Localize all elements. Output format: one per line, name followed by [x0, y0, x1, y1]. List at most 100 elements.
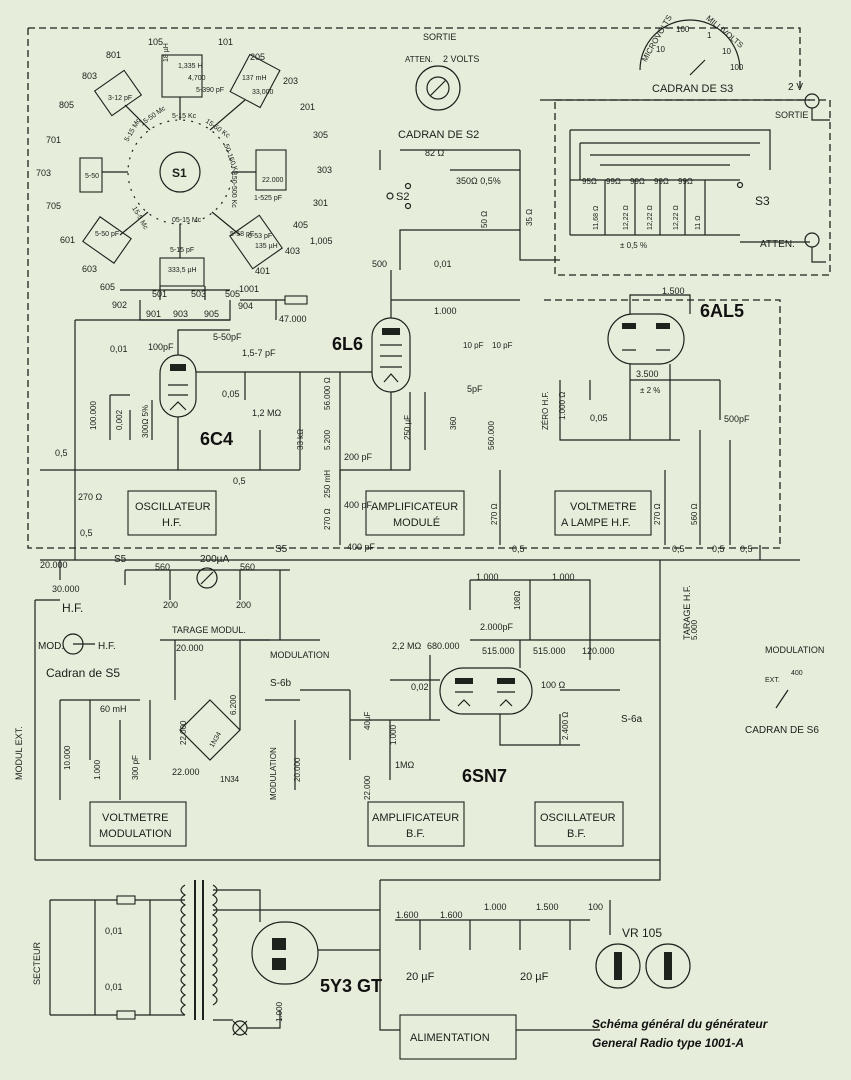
s3-label: S3 [755, 194, 770, 208]
wire-segment [160, 639, 270, 761]
wire-segment [365, 490, 465, 536]
wire-segment [170, 364, 186, 371]
label-dials-s6-ext: EXT. [765, 677, 780, 684]
label-components-c1000: 1.000 [93, 759, 102, 780]
block-osc-hf: OSCILLATEUR H.F. [127, 490, 217, 536]
wire-segment [395, 900, 611, 950]
label-components-c200a: 200 [163, 600, 178, 610]
label-components-c1000b: 1.000 [552, 572, 575, 582]
label-components-r1-2m: 1,2 MΩ [252, 408, 282, 418]
s5-dial-title: Cadran de S5 [46, 666, 120, 680]
label-components-r11: 11 Ω [695, 216, 702, 230]
label-bandswitch-terms-7: 603 [82, 264, 97, 274]
label-components-r270a: 270 Ω [78, 492, 103, 502]
label-components-r560: 560 Ω [690, 503, 699, 525]
s1-rotor [159, 151, 201, 193]
switch-s2: S2 [386, 182, 412, 210]
label-components-c20b: 20 µF [520, 971, 549, 983]
label-components-c400pfb: 400 pF [347, 542, 376, 552]
label-components-r270b: 270 Ω [323, 508, 332, 530]
wire-segment [196, 371, 340, 470]
wire-segment [379, 149, 560, 270]
label-components-c001d: 0,01 [105, 982, 123, 992]
label-bandswitch-coils-1: 1,335 H [178, 63, 203, 70]
label-bandswitch-coils-5: 33,000 [252, 89, 274, 96]
block-vtvm: VOLTMETRE A LAMPE H.F. [554, 490, 652, 536]
coil-800 [93, 69, 143, 117]
block-amp-bf: AMPLIFICATEUR B.F. [367, 801, 465, 847]
wire-segment [386, 192, 394, 200]
label-blocks-amp-mod-1: MODULÉ [393, 516, 440, 529]
label-bandswitch-ranges-6: 05-15 Mc [172, 217, 202, 224]
wire-segment [89, 801, 187, 847]
wire-segment [272, 958, 286, 970]
wire-segment [168, 384, 188, 411]
label-bandswitch-terms-19: 403 [285, 246, 300, 256]
label-components-c005: 0,05 [222, 389, 240, 399]
label-components-c200pf: 200 pF [344, 452, 373, 462]
block-osc-bf: OSCILLATEUR B.F. [534, 801, 624, 847]
label-components-r560a: 560 [155, 562, 170, 572]
label-components-r120000: 120.000 [582, 646, 615, 656]
wire-segment [382, 328, 400, 335]
wire-segment [455, 691, 515, 707]
label-components-r100b: 100 [588, 902, 603, 912]
wire-segment [339, 270, 520, 480]
label-bandswitch-terms-28: 903 [173, 309, 188, 319]
label-bandswitch-terms-21: 1001 [239, 284, 259, 294]
label-bandswitch-terms-16: 301 [313, 198, 328, 208]
label-components-c002: 0,02 [411, 682, 429, 692]
label-blocks-vm-mod-0: VOLTMETRE [102, 812, 168, 824]
label-components-c05e: 0,5 [672, 544, 685, 554]
label-components-r12-22a: 12,22 Ω [623, 205, 630, 230]
wire-segment [622, 323, 636, 329]
label-bandswitch-ranges-2: 5-15 Kc [172, 113, 197, 120]
label-components-r560000: 560.000 [487, 421, 496, 450]
label-components-r35: 35 Ω [525, 209, 534, 226]
label-bandswitch-terms-23: 501 [152, 289, 167, 299]
label-components-r1000d: 1.000 [484, 902, 507, 912]
wire-segment [569, 129, 771, 235]
label-bandswitch-terms-25: 505 [225, 289, 240, 299]
label-components-r515b: 515.000 [533, 646, 566, 656]
label-bandswitch-coils-13: 5-58 pF [230, 231, 254, 238]
s6b-label: S-6b [270, 678, 292, 689]
hf-shield-boundary [27, 27, 801, 549]
wire-segment [34, 599, 60, 860]
label-components-c0002: 0,002 [115, 409, 124, 430]
label-components-r1500a: 1.500 [662, 286, 685, 296]
block-vm-mod: VOLTMETRE MODULATION [89, 801, 187, 847]
label-blocks-amp-bf-0: AMPLIFICATEUR [372, 812, 459, 824]
label-bandswitch-coils-3: 5-390 pF [196, 87, 224, 94]
label-components-r10000: 10.000 [63, 745, 72, 770]
wire-segment [40, 545, 800, 580]
label-components-c05g: 0,5 [740, 544, 753, 554]
label-components-c1-5-7: 1,5-7 pF [242, 348, 276, 358]
label-components-r2400: 2.400 Ω [561, 712, 570, 740]
label-bandswitch-terms-0: 801 [106, 50, 121, 60]
label-components-r22000b: 22.000 [172, 767, 200, 777]
wire-segment [415, 65, 461, 111]
label-blocks-vtvm-0: VOLTMETRE [570, 501, 636, 513]
output-atten-connector[interactable] [804, 232, 820, 248]
label-blocks-amp-bf-1: B.F. [406, 828, 425, 840]
label-components-r1600a: 1.600 [396, 910, 419, 920]
wire-segment [74, 430, 731, 560]
label-components-c100pf: 100pF [148, 342, 174, 352]
coil-700 [79, 157, 103, 193]
label-components-r99d: 99Ω [678, 177, 693, 186]
label-blocks-alim-0: ALIMENTATION [410, 1032, 490, 1044]
tube-6c4: 6C4 [159, 354, 233, 449]
label-components-r360: 360 [449, 416, 458, 430]
label-components-c1000a: 1.000 [476, 572, 499, 582]
tube-6al5: 6AL5 [607, 301, 744, 365]
secteur-label: SECTEUR [32, 941, 42, 985]
label-components-c05c: 0,5 [80, 528, 93, 538]
tube-6sn7: 6SN7 [439, 667, 533, 786]
label-components-c05f: 0,5 [712, 544, 725, 554]
label-bandswitch-terms-2: 805 [59, 100, 74, 110]
wire-segment [614, 952, 622, 980]
label-bandswitch-coils-0: 18 µH [163, 43, 170, 62]
output-2v-connector[interactable] [804, 93, 820, 109]
